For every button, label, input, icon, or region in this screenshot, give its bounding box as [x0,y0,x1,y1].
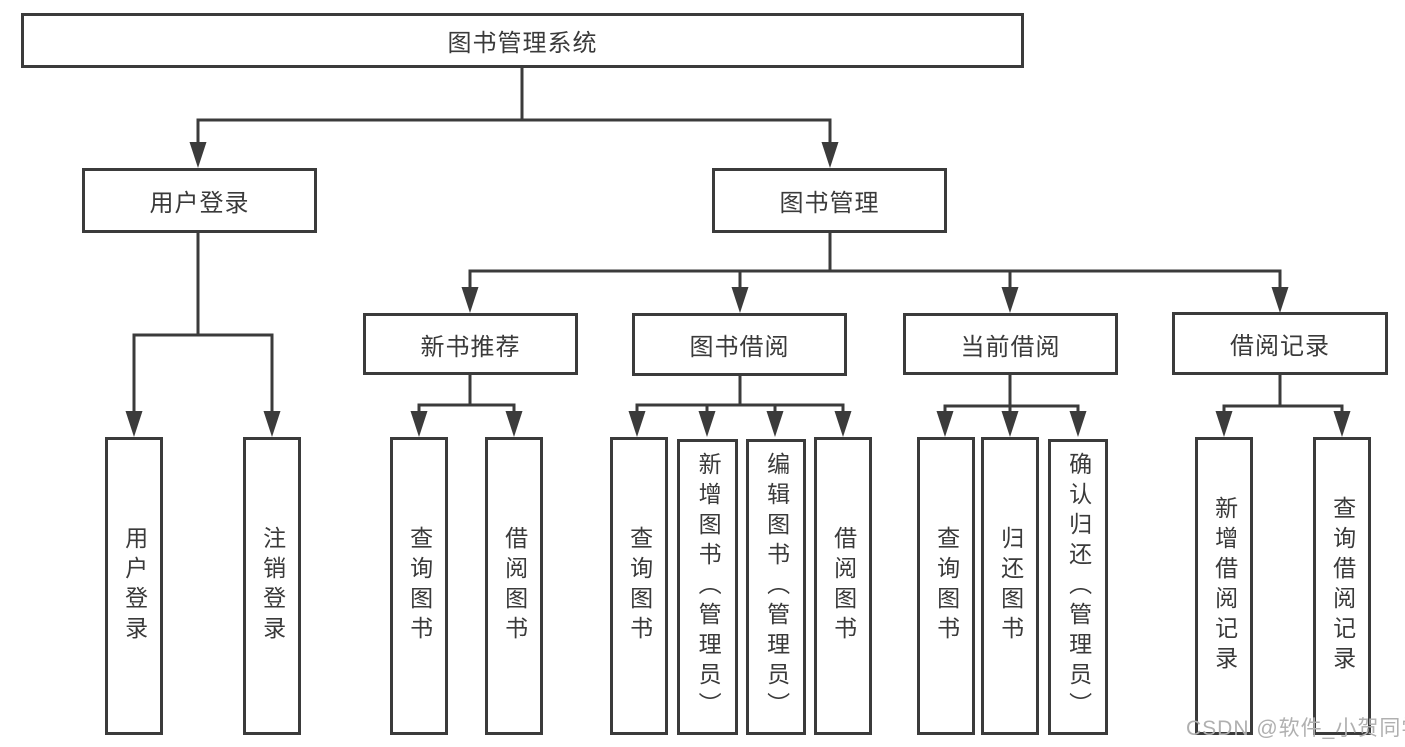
leaf-records-add-record: 新增借阅记录 [1195,437,1253,735]
leaf-borrowing-borrow-book: 借阅图书 [814,437,872,735]
leaf-user-login: 用户登录 [105,437,163,735]
leaf-borrowing-edit-book-admin: 编辑图书（管理员） [746,439,806,735]
leaf-current-confirm-return-admin: 确认归还（管理员） [1048,439,1108,735]
node-current-borrowing: 当前借阅 [903,313,1118,375]
node-root-library-system: 图书管理系统 [21,13,1024,68]
leaf-current-return-book: 归还图书 [981,437,1039,735]
node-book-management: 图书管理 [712,168,947,233]
node-borrowing-records: 借阅记录 [1172,312,1388,375]
leaf-borrowing-query-book: 查询图书 [610,437,668,735]
node-user-login: 用户登录 [82,168,317,233]
node-new-book-recommendation: 新书推荐 [363,313,578,375]
csdn-watermark: CSDN @软件_小贺同学 [1186,717,1405,740]
leaf-records-query-record: 查询借阅记录 [1313,437,1371,735]
leaf-logout: 注销登录 [243,437,301,735]
leaf-recommend-query-book: 查询图书 [390,437,448,735]
leaf-current-query-book: 查询图书 [917,437,975,735]
node-book-borrowing: 图书借阅 [632,313,847,376]
leaf-borrowing-add-book-admin: 新增图书（管理员） [677,439,738,735]
leaf-recommend-borrow-book: 借阅图书 [485,437,543,735]
